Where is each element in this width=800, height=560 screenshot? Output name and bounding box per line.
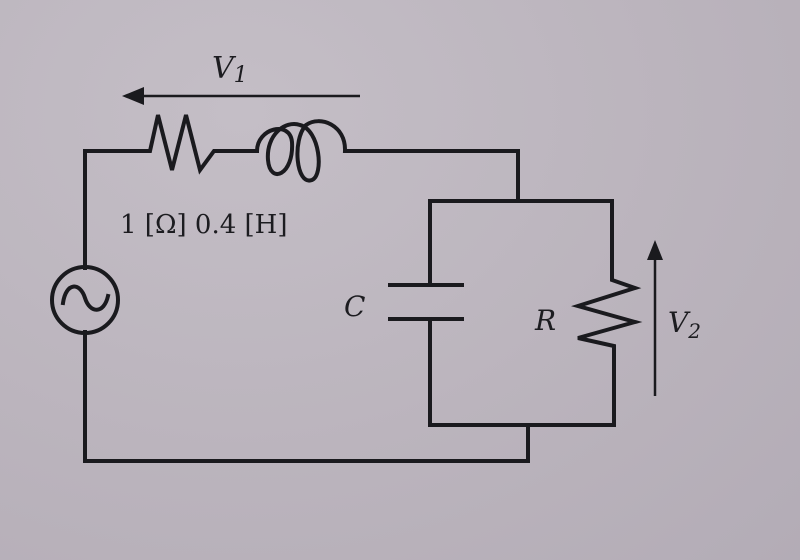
- v1-arrow: [122, 87, 360, 105]
- v2-arrowhead: [647, 240, 663, 260]
- capacitor-label: C: [344, 290, 365, 323]
- resistor-label: R: [534, 304, 556, 337]
- series-values-label: 1 [Ω] 0.4 [H]: [120, 210, 288, 240]
- sine-wave-icon: [60, 284, 111, 312]
- ac-source-circle: [50, 265, 120, 335]
- v2-label: V2: [668, 306, 701, 343]
- series-inductor: [253, 119, 350, 183]
- inductor-coil: [253, 119, 350, 183]
- wire-left-top: [83, 149, 149, 270]
- series-resistor: [145, 114, 257, 175]
- ac-source: [50, 265, 120, 335]
- wire-left-bottom: [83, 330, 530, 463]
- load-resistor: [571, 199, 643, 427]
- v1-label: V1: [212, 51, 248, 88]
- v1-arrowhead: [122, 87, 144, 105]
- wire-top-right: [346, 149, 520, 203]
- v2-arrow: [647, 240, 663, 396]
